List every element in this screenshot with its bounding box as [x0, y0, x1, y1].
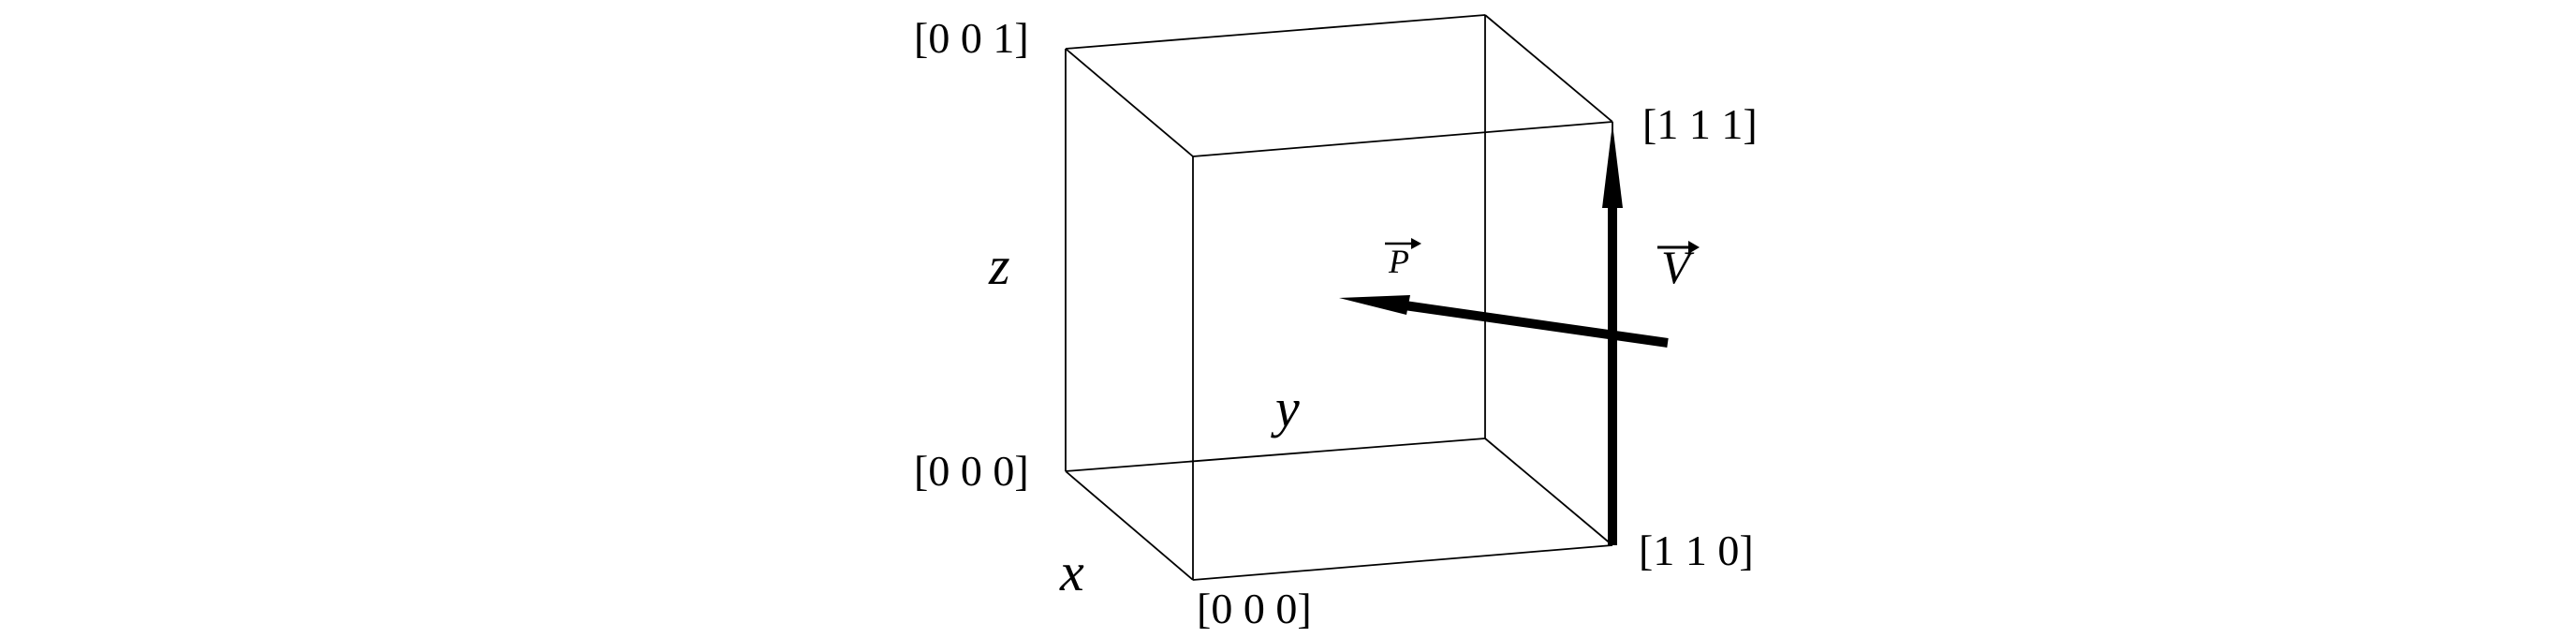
label-vector-p: P [1385, 238, 1421, 280]
edge-back-bottom [1065, 438, 1486, 472]
edge-front-top [1192, 121, 1613, 157]
label-vector-v-overarrow-head [1688, 241, 1700, 254]
label-corner-000-back: [0 0 0] [914, 447, 1029, 495]
edge-front-bottom [1192, 544, 1613, 581]
cube-edges [1065, 14, 1613, 581]
label-corner-000-front: [0 0 0] [1197, 585, 1312, 632]
edge-connect-bottom-left [1065, 470, 1194, 581]
vector-p-arrow [1339, 295, 1669, 348]
label-axis-x: x [1059, 542, 1084, 602]
label-corner-001: [0 0 1] [914, 14, 1029, 62]
label-vector-p-overarrow-head [1411, 238, 1421, 249]
edge-connect-bottom-right [1484, 438, 1613, 546]
label-vector-v: V [1657, 241, 1700, 293]
label-corner-110: [1 1 0] [1639, 527, 1754, 574]
vector-v-arrow [1602, 124, 1623, 545]
edge-connect-top-left [1065, 48, 1194, 157]
edge-back-top [1065, 14, 1486, 50]
label-vector-p-text: P [1388, 243, 1409, 280]
vector-p-shaft [1404, 301, 1669, 348]
label-corner-111: [1 1 1] [1642, 100, 1758, 148]
label-axis-y: y [1271, 378, 1300, 438]
edge-connect-top-right [1484, 14, 1613, 123]
label-axis-z: z [988, 235, 1010, 296]
vector-v-arrowhead [1602, 124, 1623, 208]
vector-p-arrowhead [1339, 295, 1410, 315]
